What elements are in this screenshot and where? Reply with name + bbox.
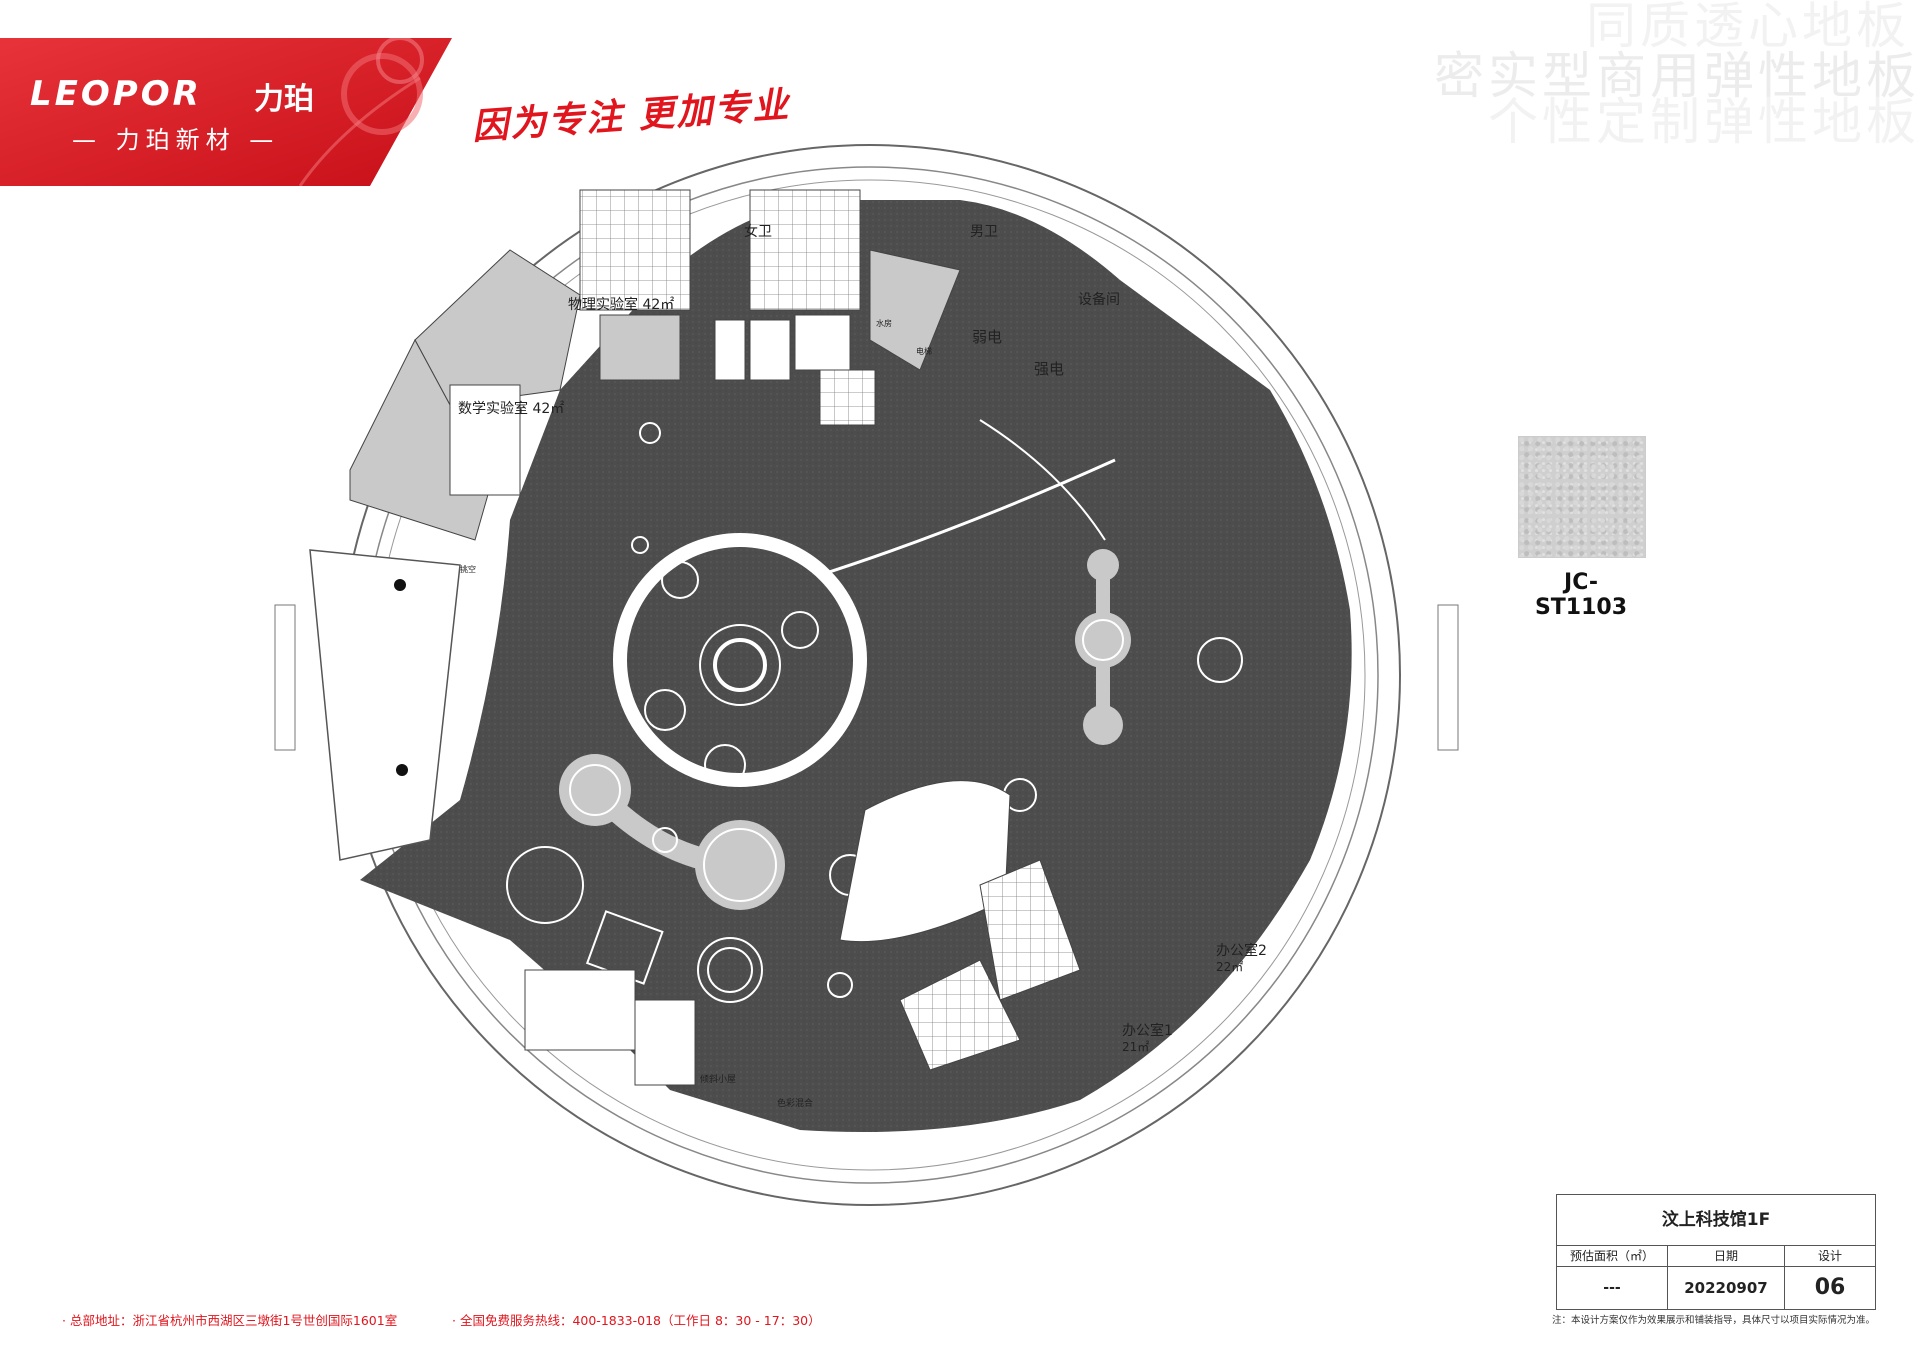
label-office-2-area: 22㎡ bbox=[1216, 960, 1244, 974]
central-ring bbox=[613, 533, 867, 787]
room-womens-wc bbox=[579, 189, 691, 311]
label-physics-lab: 物理实验室 42㎡ bbox=[568, 297, 675, 313]
footer-hotline: · 全国免费服务热线：400-1833-018（工作日 8：30 - 17：30… bbox=[452, 1313, 821, 1328]
title-block-value-design: 06 bbox=[1814, 1275, 1846, 1300]
room-office-1 bbox=[899, 959, 1021, 1071]
watermark-line-2: 密实型商用弹性地板 bbox=[1434, 47, 1920, 105]
stair-north bbox=[449, 384, 521, 496]
footer-address: · 总部地址：浙江省杭州市西湖区三墩街1号世创国际1601室 bbox=[62, 1313, 398, 1328]
brand-name-en: LEOPOR bbox=[30, 74, 202, 114]
room-office-2 bbox=[979, 859, 1081, 1001]
label-mens-wc: 男卫 bbox=[970, 224, 998, 240]
room-physics-lab bbox=[414, 249, 581, 406]
label-void: 挑空 bbox=[460, 565, 476, 574]
room-equipment bbox=[869, 249, 961, 371]
feature-dumbbell-east bbox=[1075, 549, 1131, 745]
title-block-value-area: --- bbox=[1557, 1267, 1668, 1309]
watermark-line-1: 同质透心地板 bbox=[1586, 0, 1910, 55]
watermark-line-3: 个性定制弹性地板 bbox=[1488, 93, 1920, 151]
title-block: 汶上科技馆1F 预估面积（㎡） 日期 设计 --- 20220907 06 bbox=[1556, 1194, 1876, 1310]
brand-slogan: 因为专注 更加专业 bbox=[470, 83, 792, 148]
label-strong-current: 强电 bbox=[1034, 360, 1065, 378]
room-color-mixing bbox=[634, 999, 696, 1086]
label-elevator: 电梯 bbox=[916, 347, 932, 356]
label-color-mixing: 色彩混合 bbox=[777, 1099, 814, 1109]
title-block-header-design: 设计 bbox=[1785, 1246, 1875, 1267]
brand-name-cn: 力珀 bbox=[254, 82, 314, 117]
material-code: JC-ST1103 bbox=[1534, 570, 1628, 620]
label-weak-current: 弱电 bbox=[972, 328, 1003, 346]
label-equipment-room: 设备间 bbox=[1078, 292, 1120, 308]
brand-subtitle: — 力珀新材 — bbox=[72, 126, 280, 154]
label-office-1: 办公室1 bbox=[1122, 1023, 1173, 1039]
title-block-header-area: 预估面积（㎡） bbox=[1557, 1246, 1668, 1267]
label-water-room: 水房 bbox=[876, 319, 892, 328]
east-entrance bbox=[1437, 604, 1459, 751]
room-water bbox=[714, 319, 746, 381]
floor-plan bbox=[274, 144, 1459, 1206]
room-elevator bbox=[749, 319, 791, 381]
feature-dumbbell-west bbox=[559, 754, 785, 910]
label-womens-wc: 女卫 bbox=[744, 224, 772, 240]
label-math-lab: 数学实验室 42㎡ bbox=[458, 401, 565, 417]
label-office-1-area: 21㎡ bbox=[1122, 1040, 1150, 1054]
room-weak-current bbox=[794, 314, 851, 371]
west-entrance bbox=[274, 604, 296, 751]
title-block-header-date: 日期 bbox=[1668, 1246, 1785, 1267]
brand-banner bbox=[0, 38, 452, 186]
room-mens-wc bbox=[749, 189, 861, 311]
disclaimer-note: 注：本设计方案仅作为效果展示和铺装指导，具体尺寸以项目实际情况为准。 bbox=[1552, 1315, 1876, 1326]
room-tilted-house bbox=[524, 969, 636, 1051]
room-strong-current bbox=[819, 369, 876, 426]
title-block-title: 汶上科技馆1F bbox=[1557, 1195, 1875, 1246]
label-office-2: 办公室2 bbox=[1216, 943, 1267, 959]
label-tilted-house: 倾斜小屋 bbox=[700, 1075, 737, 1085]
material-swatch bbox=[1518, 436, 1646, 558]
title-block-value-date: 20220907 bbox=[1668, 1267, 1785, 1309]
void-atrium bbox=[309, 549, 461, 861]
